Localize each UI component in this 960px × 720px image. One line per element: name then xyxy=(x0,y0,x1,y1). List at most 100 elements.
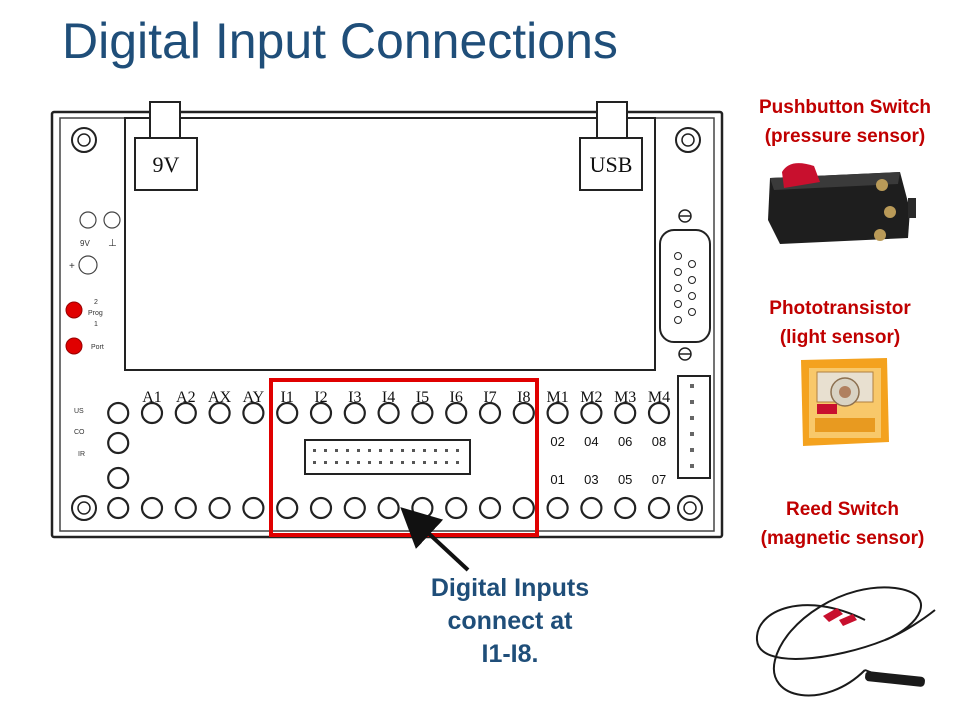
svg-text:9V: 9V xyxy=(80,239,90,248)
terminal-label: I7 xyxy=(483,389,496,406)
terminal-row-bottom xyxy=(107,496,671,520)
header-pin xyxy=(445,449,448,452)
header-pin xyxy=(456,449,459,452)
svg-text:⊥: ⊥ xyxy=(108,238,117,249)
terminal-top xyxy=(546,401,569,425)
terminal-top xyxy=(512,401,535,425)
sensor-label-reed-switch: Reed Switch (magnetic sensor) xyxy=(735,495,950,553)
terminal-label: I3 xyxy=(348,389,361,406)
terminal-bottom xyxy=(546,496,569,520)
svg-text:+: + xyxy=(69,261,75,272)
motor-terminal-numbers: 02 04 06 08 01 03 05 07 xyxy=(550,434,666,487)
callout-arrow xyxy=(400,507,470,572)
terminal-label: I2 xyxy=(314,389,327,406)
terminal-left xyxy=(107,466,130,490)
terminal-label: M3 xyxy=(614,389,636,406)
sensor-detail: (pressure sensor) xyxy=(764,126,926,147)
header-pin xyxy=(313,461,316,464)
mounting-hole-bottom-right xyxy=(677,495,703,521)
header-pin xyxy=(390,461,393,464)
left-side-labels: US CO IR xyxy=(74,408,85,458)
callout-line: connect at xyxy=(447,607,573,635)
serial-port xyxy=(659,209,711,361)
terminal-bottom xyxy=(174,496,197,520)
terminal-label: A2 xyxy=(176,389,196,406)
header-pin xyxy=(313,449,316,452)
terminal-bottom xyxy=(411,496,434,520)
sensor-label-pushbutton: Pushbutton Switch (pressure sensor) xyxy=(740,93,950,151)
phototransistor-image xyxy=(801,358,889,446)
svg-text:CO: CO xyxy=(74,429,85,436)
header-pin xyxy=(434,449,437,452)
callout-line: I1-I8. xyxy=(481,640,539,668)
usb-connector: USB xyxy=(579,101,643,191)
svg-text:IR: IR xyxy=(78,451,85,458)
motor-terminal-number: 03 xyxy=(584,472,598,487)
terminal-bottom xyxy=(647,496,671,520)
terminal-bottom xyxy=(580,496,603,520)
terminal-top xyxy=(242,401,265,425)
terminal-top xyxy=(478,401,502,425)
terminal-bottom xyxy=(614,496,637,520)
terminal-label: I5 xyxy=(416,389,429,406)
motor-terminal-number: 04 xyxy=(584,434,598,449)
header-pin xyxy=(401,461,404,464)
header-pin xyxy=(324,461,327,464)
callout-line: Digital Inputs xyxy=(430,574,590,602)
power-connector-label: 9V xyxy=(153,152,180,177)
terminal-label: A1 xyxy=(142,389,162,406)
header-pin xyxy=(412,461,415,464)
terminal-label: M1 xyxy=(546,389,568,406)
terminal-column-left xyxy=(107,401,130,490)
header-pin xyxy=(379,461,382,464)
terminal-label: I6 xyxy=(450,389,463,406)
terminal-top xyxy=(174,401,197,425)
terminal-bottom xyxy=(242,496,265,520)
svg-text:2: 2 xyxy=(94,299,98,306)
svg-text:1: 1 xyxy=(94,321,98,328)
motor-terminal-number: 05 xyxy=(618,472,632,487)
terminal-label: M4 xyxy=(648,389,670,406)
power-connector: 9V xyxy=(134,101,198,191)
terminal-bottom xyxy=(478,496,502,520)
ribbon-connector xyxy=(677,375,711,479)
header-pin xyxy=(434,461,437,464)
motor-terminal-number: 06 xyxy=(618,434,632,449)
digital-inputs-callout: Digital Inputs connect at I1-I8. xyxy=(380,572,640,671)
display-window xyxy=(124,117,656,371)
header-pin xyxy=(445,461,448,464)
header-pin xyxy=(423,461,426,464)
terminal-label: I1 xyxy=(281,389,294,406)
terminal-left xyxy=(107,431,130,455)
header-pin xyxy=(368,449,371,452)
usb-connector-label: USB xyxy=(590,152,633,177)
status-indicators: 9V ⊥ + xyxy=(69,211,121,275)
terminal-top xyxy=(377,401,400,425)
header-pin xyxy=(335,461,338,464)
mounting-hole-top-right xyxy=(675,127,701,153)
terminal-top xyxy=(411,401,434,425)
terminal-top xyxy=(647,401,671,425)
svg-text:Port: Port xyxy=(91,344,104,351)
sensor-name: Reed Switch xyxy=(786,499,899,520)
header-pin xyxy=(357,461,360,464)
motor-terminal-number: 07 xyxy=(652,472,666,487)
header-pin xyxy=(324,449,327,452)
terminal-label: AY xyxy=(243,389,265,406)
slide-title: Digital Input Connections xyxy=(62,13,618,69)
terminal-bottom xyxy=(445,496,468,520)
sensor-detail: (light sensor) xyxy=(779,327,901,348)
motor-terminal-number: 02 xyxy=(550,434,564,449)
motor-terminal-number: 08 xyxy=(652,434,666,449)
motor-terminal-number: 01 xyxy=(550,472,564,487)
terminal-top xyxy=(309,401,333,425)
terminal-bottom xyxy=(276,496,299,520)
terminal-top xyxy=(580,401,603,425)
prog-port-buttons: 2 Prog 1 Port xyxy=(65,299,104,355)
header-pin xyxy=(379,449,382,452)
reed-switch-image xyxy=(755,586,936,697)
terminal-left xyxy=(107,401,130,425)
terminal-top xyxy=(208,401,231,425)
